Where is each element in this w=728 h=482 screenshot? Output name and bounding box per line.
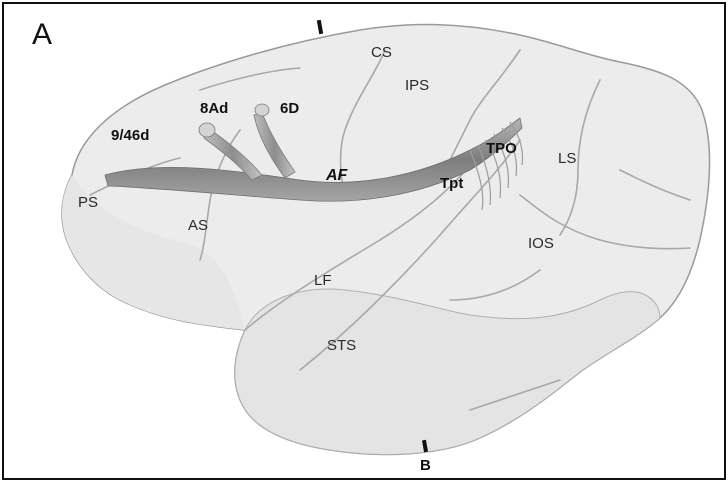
label-lf: LF bbox=[314, 272, 332, 289]
label-af: AF bbox=[325, 167, 349, 184]
label-ios: IOS bbox=[528, 235, 554, 252]
label-ls: LS bbox=[558, 150, 576, 167]
label-tpo: TPO bbox=[486, 140, 517, 157]
label-8ad: 8Ad bbox=[200, 100, 228, 117]
label-ps: PS bbox=[78, 194, 98, 211]
label-6d: 6D bbox=[280, 100, 299, 117]
label-cs: CS bbox=[371, 44, 392, 61]
label-9-46d: 9/46d bbox=[111, 127, 149, 144]
panel-label: A bbox=[32, 18, 52, 51]
stem-end-6d bbox=[255, 104, 269, 116]
stem-end-8ad bbox=[199, 123, 215, 137]
label-ips: IPS bbox=[405, 77, 429, 94]
label-as: AS bbox=[188, 217, 208, 234]
label-tpt: Tpt bbox=[440, 175, 463, 192]
label-sts: STS bbox=[327, 337, 356, 354]
section-marker-label: B bbox=[420, 457, 431, 474]
